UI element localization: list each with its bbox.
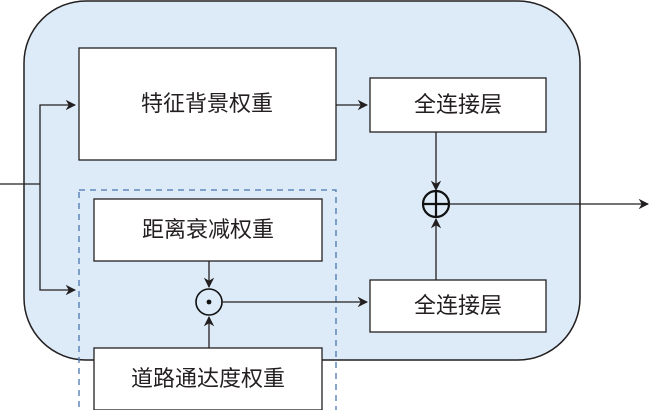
branch-bottom-arrow xyxy=(39,184,77,296)
addition-icon xyxy=(421,189,451,219)
road-accessibility-weight-label: 道路通达度权重 xyxy=(131,367,285,392)
distance-decay-weight-label: 距离衰减权重 xyxy=(142,218,274,243)
fc-top-box xyxy=(369,77,547,133)
fc-top-label: 全连接层 xyxy=(414,93,502,118)
distance-decay-weight-box xyxy=(93,198,323,262)
feature-background-weight-box xyxy=(78,47,337,161)
fc-bottom-box xyxy=(369,279,547,333)
feature-background-weight-label: 特征背景权重 xyxy=(141,92,273,117)
fc-bottom-label: 全连接层 xyxy=(414,294,502,319)
road-accessibility-weight-box xyxy=(93,347,323,410)
branch-top-arrow xyxy=(39,99,77,184)
spatial-weight-group xyxy=(78,189,337,410)
